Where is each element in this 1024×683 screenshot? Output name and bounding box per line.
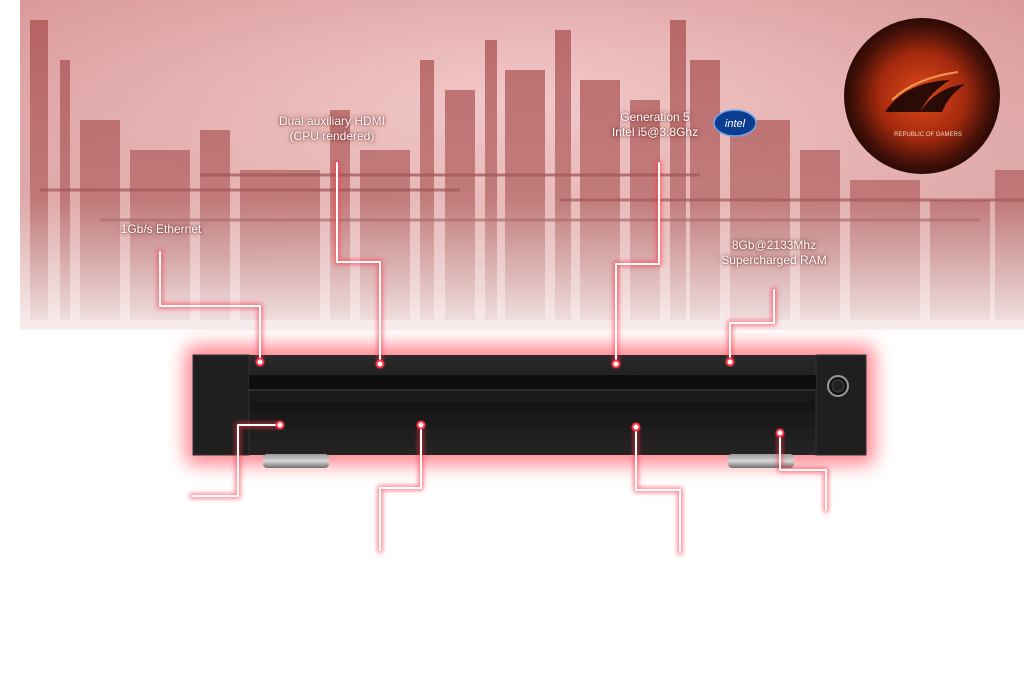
svg-text:REPUBLIC OF GAMERS: REPUBLIC OF GAMERS [894, 132, 962, 138]
ram-label: 8Gb@2133Mhz Supercharged RAM [704, 238, 844, 268]
svg-text:intel: intel [725, 118, 746, 130]
hdmi-label: Dual auxiliary HDMI (CPU rendered) [262, 114, 402, 144]
ethernet-label: 1Gb/s Ethernet [96, 222, 226, 237]
cpu-label-line2: Intel i5@3.8Ghz [611, 125, 699, 139]
hdmi-label-line1: Dual auxiliary HDMI [278, 114, 386, 128]
left-foot [263, 454, 329, 468]
right-foot [728, 454, 794, 468]
cpu-label: Generation 5 Intel i5@3.8Ghz [592, 110, 718, 140]
intel-logo-icon: intel [713, 109, 757, 137]
power-button-icon[interactable] [827, 375, 849, 397]
ram-label-line1: 8Gb@2133Mhz [731, 238, 817, 252]
ram-label-line2: Supercharged RAM [721, 253, 827, 267]
ethernet-label-text: 1Gb/s Ethernet [120, 222, 202, 236]
hdmi-label-line2: (CPU rendered) [289, 129, 375, 143]
cpu-label-line1: Generation 5 [620, 110, 690, 124]
mini-pc-device [192, 354, 867, 468]
callout-lines [157, 160, 829, 555]
rog-logo-icon: REPUBLIC OF GAMERS [844, 18, 1000, 174]
